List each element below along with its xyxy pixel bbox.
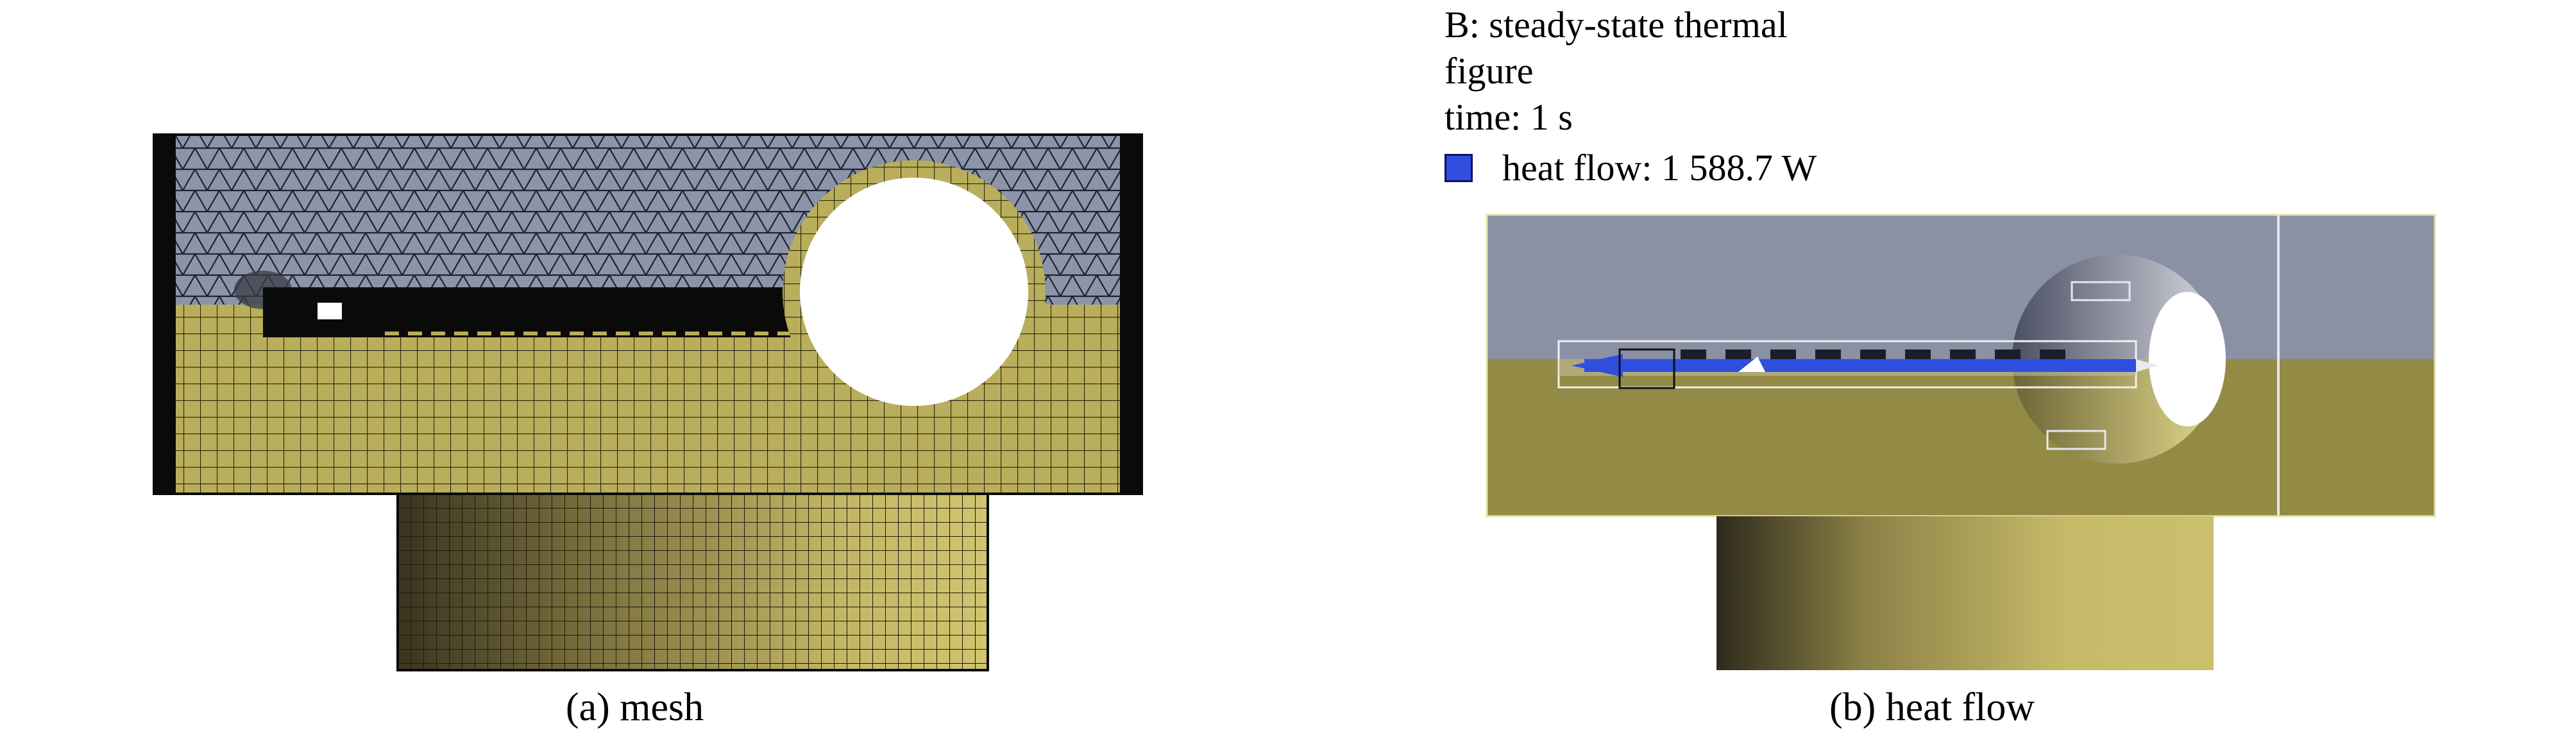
heat-flow-arrow-outline bbox=[1618, 348, 1675, 389]
model-hole-notch-top bbox=[2071, 281, 2131, 301]
mesh-cylinder-grid bbox=[398, 494, 988, 670]
mesh-right-edge bbox=[1120, 135, 1142, 494]
legend-swatch bbox=[1445, 154, 1473, 182]
mesh-left-edge bbox=[154, 135, 176, 494]
mesh-hole bbox=[800, 178, 1028, 406]
caption-heat-flow: (b) heat flow bbox=[1829, 686, 2035, 729]
model-upper-region bbox=[1487, 215, 2435, 359]
analysis-time: time: 1 s bbox=[1445, 96, 1573, 138]
legend-label: heat flow: 1 588.7 W bbox=[1502, 147, 1817, 189]
model-cylinder bbox=[1716, 516, 2214, 670]
model-hole-opening bbox=[2149, 292, 2226, 426]
heat-flow-arrow-shaft bbox=[1584, 359, 2136, 372]
heat-flow-arrow-head bbox=[1572, 354, 1623, 377]
caption-mesh: (a) mesh bbox=[566, 686, 704, 729]
mesh-cylinder-outline bbox=[396, 493, 989, 671]
legend: heat flow: 1 588.7 W bbox=[1445, 147, 1817, 189]
heat-flow-marker bbox=[1738, 357, 1765, 372]
analysis-title: B: steady-state thermal bbox=[1445, 4, 1788, 46]
model-hole-notch-bottom bbox=[2046, 430, 2106, 450]
model-lower-region bbox=[1487, 359, 2435, 516]
mesh-slot bbox=[263, 287, 808, 337]
heat-flow-arrow-tip bbox=[2136, 359, 2158, 372]
analysis-subtitle: figure bbox=[1445, 50, 1534, 92]
mesh-slot-pocket bbox=[318, 303, 342, 319]
